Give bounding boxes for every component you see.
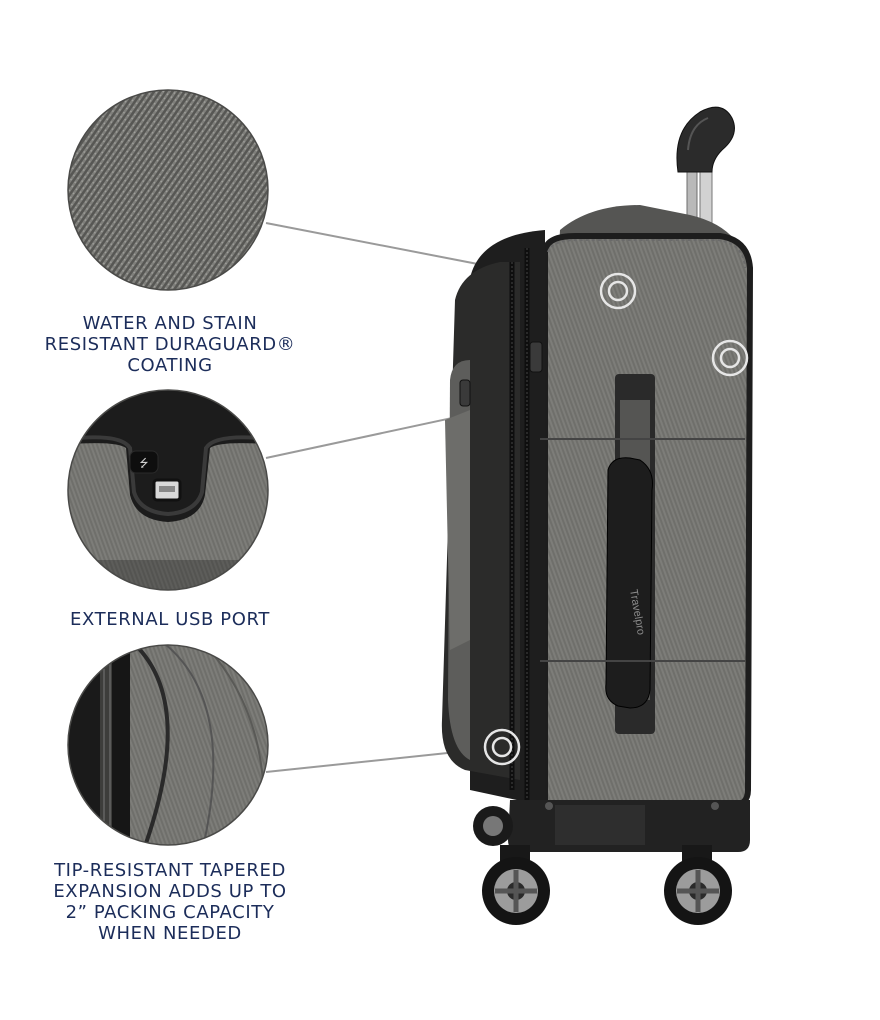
front-wheel-left — [482, 845, 550, 925]
caption-line: RESISTANT DURAGUARD® — [44, 334, 296, 355]
expansion-zipper-detail-circle — [67, 644, 269, 846]
usb-port-detail-circle: ⭍ — [67, 389, 269, 591]
caption-line: 2” PACKING CAPACITY — [65, 902, 275, 923]
usb-port-caption: EXTERNAL USB PORT — [20, 609, 320, 630]
front-wheel-right — [664, 845, 732, 925]
expansion-target-marker — [483, 728, 521, 766]
rear-wheel — [473, 806, 513, 846]
caption-line: EXPANSION ADDS UP TO — [53, 881, 287, 902]
fabric-detail-circle — [67, 89, 269, 291]
svg-text:⭍: ⭍ — [139, 457, 148, 470]
fabric-caption: WATER AND STAIN RESISTANT DURAGUARD® COA… — [20, 313, 320, 376]
caption-line: WHEN NEEDED — [98, 923, 242, 944]
caption-line: WATER AND STAIN — [82, 313, 258, 334]
caption-line: TIP-RESISTANT TAPERED — [54, 860, 286, 881]
expansion-caption: TIP-RESISTANT TAPERED EXPANSION ADDS UP … — [20, 860, 320, 944]
side-handle-grip — [605, 457, 653, 709]
suitcase: Travelpro — [441, 106, 754, 925]
caption-line: EXTERNAL USB PORT — [70, 609, 270, 630]
handle-grip — [676, 106, 735, 173]
caption-line: COATING — [127, 355, 213, 376]
usb-target-marker — [711, 339, 749, 377]
fabric-target-marker — [599, 272, 637, 310]
